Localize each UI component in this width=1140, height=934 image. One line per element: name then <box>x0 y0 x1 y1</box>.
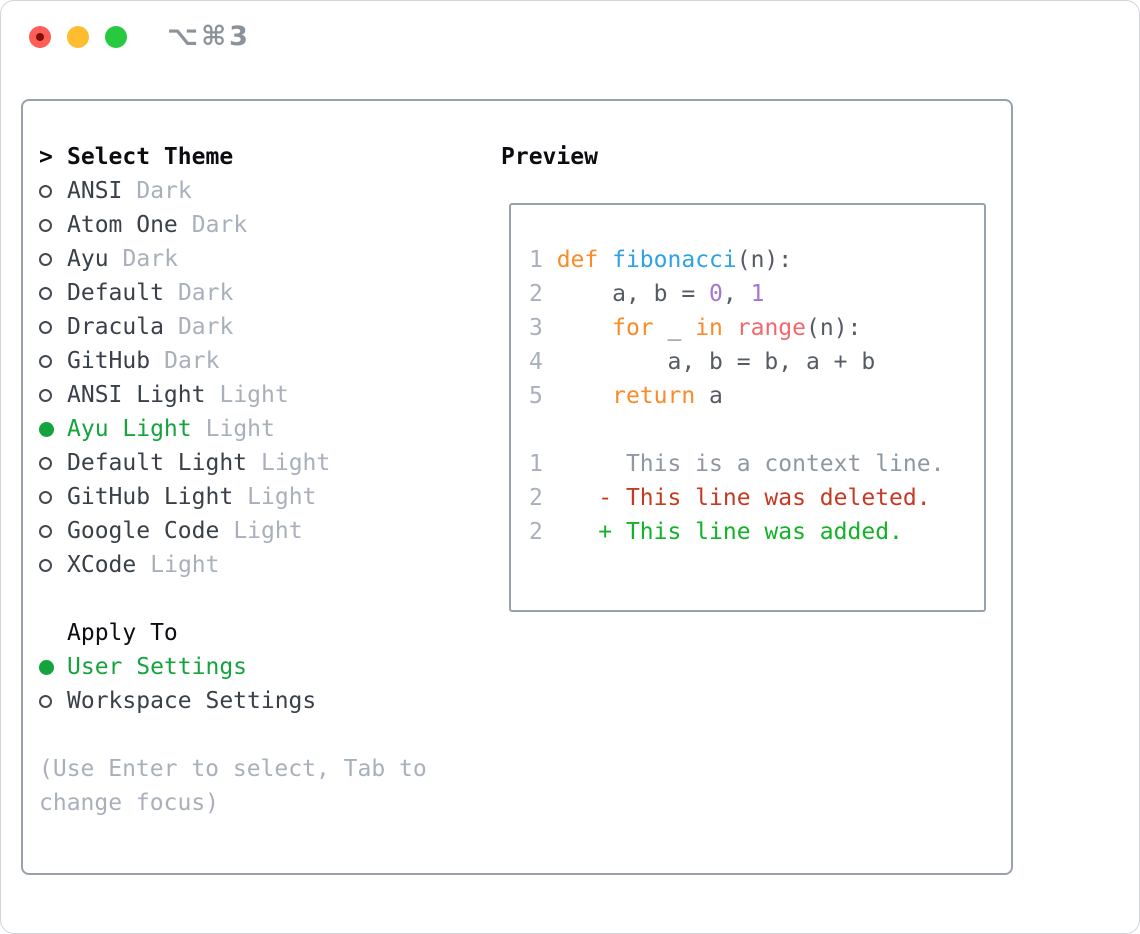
option-label: ANSI Light <box>67 382 206 408</box>
radio-icon <box>39 524 52 538</box>
option-label: Workspace Settings <box>67 688 317 714</box>
spacer <box>39 718 427 752</box>
option-label: GitHub <box>67 348 151 374</box>
theme-option-default[interactable]: Default Dark <box>39 276 427 310</box>
option-variant-label: Dark <box>191 212 248 238</box>
radio-icon <box>39 490 52 504</box>
apply-to-header-row: Apply To <box>39 616 427 650</box>
titlebar: ⌥⌘3 <box>1 1 1139 77</box>
option-label: Ayu Light <box>67 416 192 442</box>
theme-option-github[interactable]: GitHub Dark <box>39 344 427 378</box>
marker-gutter <box>39 694 67 708</box>
minimize-button[interactable] <box>67 26 89 48</box>
radio-icon <box>39 558 52 572</box>
marker-gutter <box>39 184 67 198</box>
marker-gutter <box>39 456 67 470</box>
code-line: 5 return a <box>529 383 723 409</box>
theme-option-dracula[interactable]: Dracula Dark <box>39 310 427 344</box>
radio-icon <box>39 184 52 198</box>
code-line: 1 This is a context line. <box>529 451 945 477</box>
close-button[interactable] <box>29 26 51 48</box>
code-line <box>529 413 984 447</box>
radio-icon <box>39 421 54 437</box>
option-variant-label: Dark <box>164 348 220 374</box>
theme-option-ayu-light[interactable]: Ayu Light Light <box>39 412 427 446</box>
option-label: Google Code <box>67 518 220 544</box>
preview-panel: 1 def fibonacci(n): 2 a, b = 0, 1 3 for _ … <box>509 203 986 612</box>
option-variant-label: Light <box>247 484 317 510</box>
marker-gutter <box>39 388 67 402</box>
select-theme-title: Select Theme <box>67 144 234 170</box>
option-label: Ayu <box>67 246 109 272</box>
option-label: User Settings <box>67 654 248 680</box>
theme-option-ansi-light[interactable]: ANSI Light Light <box>39 378 427 412</box>
theme-option-ansi[interactable]: ANSI Dark <box>39 174 427 208</box>
radio-icon <box>39 354 52 368</box>
radio-icon <box>39 286 52 300</box>
theme-option-atom-one[interactable]: Atom One Dark <box>39 208 427 242</box>
code-line: 3 for _ in range(n): <box>529 315 862 341</box>
hint-text-line-1: (Use Enter to select, Tab to <box>39 756 427 782</box>
code-line: 2 - This line was deleted. <box>529 485 931 511</box>
apply-to-list: User Settings Workspace Settings <box>39 650 427 718</box>
theme-picker-panel: > Select Theme ANSI Dark Atom One Dark A… <box>21 99 1013 875</box>
option-label: Atom One <box>67 212 178 238</box>
marker-gutter <box>39 320 67 334</box>
hint-text-line-2: change focus) <box>39 790 220 816</box>
marker-gutter <box>39 659 67 675</box>
theme-option-google-code[interactable]: Google Code Light <box>39 514 427 548</box>
code-line: 2 a, b = 0, 1 <box>529 281 765 307</box>
option-label: ANSI <box>67 178 123 204</box>
radio-icon <box>39 218 52 232</box>
spacer <box>39 582 427 616</box>
option-label: Dracula <box>67 314 164 340</box>
radio-icon <box>39 388 52 402</box>
theme-option-github-light[interactable]: GitHub Light Light <box>39 480 427 514</box>
option-variant-label: Dark <box>177 314 234 340</box>
select-theme-header-row: > Select Theme <box>39 140 427 174</box>
apply-option-workspace-settings[interactable]: Workspace Settings <box>39 684 427 718</box>
marker-gutter <box>39 252 67 266</box>
theme-list-pane: > Select Theme ANSI Dark Atom One Dark A… <box>39 140 427 820</box>
preview-title: Preview <box>501 144 598 170</box>
option-variant-label: Light <box>150 552 220 578</box>
zoom-button[interactable] <box>105 26 127 48</box>
option-label: Default Light <box>67 450 248 476</box>
radio-icon <box>39 252 52 266</box>
apply-option-user-settings[interactable]: User Settings <box>39 650 427 684</box>
theme-list: ANSI Dark Atom One Dark Ayu Dark Default… <box>39 174 427 582</box>
radio-icon <box>39 456 52 470</box>
marker-gutter <box>39 354 67 368</box>
option-variant-label: Light <box>205 416 275 442</box>
code-line: 4 a, b = b, a + b <box>529 349 876 375</box>
option-label: XCode <box>67 552 137 578</box>
marker-gutter <box>39 218 67 232</box>
marker-gutter <box>39 421 67 437</box>
theme-option-default-light[interactable]: Default Light Light <box>39 446 427 480</box>
theme-option-xcode[interactable]: XCode Light <box>39 548 427 582</box>
option-variant-label: Light <box>219 382 289 408</box>
option-label: GitHub Light <box>67 484 234 510</box>
code-line: 1 def fibonacci(n): <box>529 247 793 273</box>
cursor-marker: > <box>39 144 53 170</box>
option-label: Default <box>67 280 164 306</box>
marker-gutter <box>39 558 67 572</box>
marker-gutter <box>39 490 67 504</box>
radio-icon <box>39 694 52 708</box>
option-variant-label: Dark <box>177 280 234 306</box>
theme-option-ayu[interactable]: Ayu Dark <box>39 242 427 276</box>
option-variant-label: Dark <box>136 178 192 204</box>
option-variant-label: Light <box>261 450 331 476</box>
code-block: 1 def fibonacci(n): 2 a, b = 0, 1 3 for _ … <box>529 243 984 549</box>
marker-gutter <box>39 524 67 538</box>
apply-to-title: Apply To <box>67 620 178 646</box>
option-variant-label: Light <box>233 518 303 544</box>
radio-icon <box>39 659 54 675</box>
window-title: ⌥⌘3 <box>167 21 251 52</box>
option-variant-label: Dark <box>122 246 178 272</box>
code-line: 2 + This line was added. <box>529 519 903 545</box>
radio-icon <box>39 320 52 334</box>
marker-gutter <box>39 286 67 300</box>
